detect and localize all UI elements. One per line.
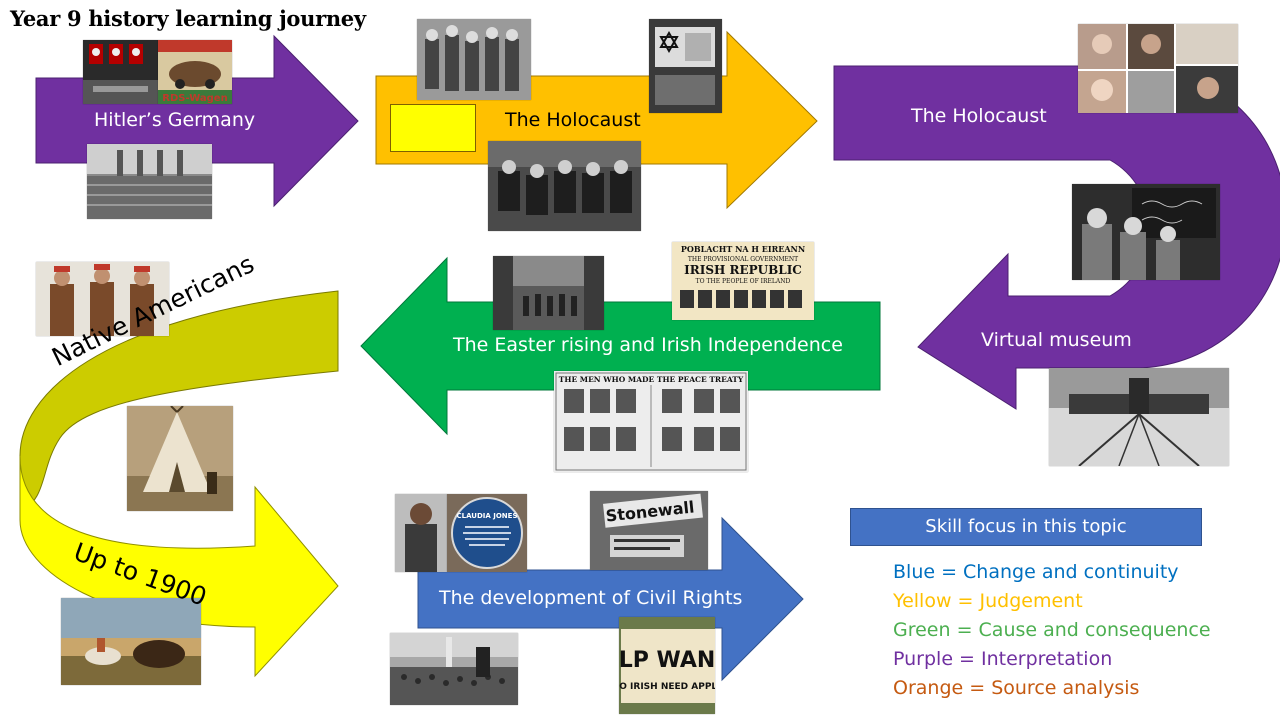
proclamation-line-2: THE PROVISIONAL GOVERNMENT (688, 256, 798, 263)
proclamation-line-3: IRISH REPUBLIC (684, 263, 802, 277)
photo-survivors-collage (1078, 24, 1238, 113)
civil-rights-arrow[interactable] (417, 516, 804, 682)
photo-march-on-washington (390, 633, 518, 705)
yellow-placeholder-box (390, 104, 476, 152)
photo-claudia-jones-woman (395, 494, 447, 572)
car-poster-text: RDS-Wagen (162, 93, 227, 104)
photo-proclamation: POBLACHT NA H EIREANN THE PROVISIONAL GOV… (672, 242, 814, 320)
proclamation-line-1: POBLACHT NA H EIREANN (681, 244, 805, 254)
slide-title: Year 9 history learning journey (10, 6, 366, 31)
photo-claudia-jones-plaque: CLAUDIA JONES (447, 494, 527, 572)
photo-easter-rising-street (493, 256, 604, 330)
photo-stonewall-protest: Stonewall (590, 491, 708, 570)
skill-legend-item: Yellow = Judgement (893, 590, 1083, 612)
plaque-text: CLAUDIA JONES (457, 512, 518, 520)
label-virtual-museum: Virtual museum (981, 329, 1132, 351)
peace-treaty-headline: THE MEN WHO MADE THE PEACE TREATY (559, 375, 744, 384)
photo-peace-treaty: THE MEN WHO MADE THE PEACE TREATY (554, 371, 748, 472)
photo-auschwitz-gate (1049, 368, 1229, 466)
photo-star-shopfront (649, 19, 722, 113)
label-easter-rising: The Easter rising and Irish Independence (453, 334, 843, 356)
skill-legend-item: Orange = Source analysis (893, 677, 1140, 699)
photo-native-chiefs (36, 262, 169, 336)
proclamation-line-4: TO THE PEOPLE OF IRELAND (696, 278, 791, 285)
skill-legend-item: Blue = Change and continuity (893, 561, 1179, 583)
up-to-1900-arrow[interactable] (19, 455, 339, 678)
photo-rally-banners (83, 40, 158, 104)
skill-legend: Blue = Change and continuity Yellow = Ju… (893, 558, 1211, 703)
label-holocaust-purple: The Holocaust (911, 105, 1047, 127)
photo-nuremberg-trial (488, 141, 641, 231)
label-civil-rights: The development of Civil Rights (439, 587, 743, 609)
label-holocaust-orange: The Holocaust (505, 109, 641, 131)
photo-mass-rally (87, 144, 212, 219)
photo-car-poster: RDS-Wagen (158, 40, 232, 104)
photo-family-blackboard (1072, 184, 1220, 280)
photo-tipi (127, 406, 233, 511)
skill-legend-item: Purple = Interpretation (893, 648, 1113, 670)
photo-camp-children (417, 19, 531, 100)
native-americans-ribbon[interactable] (19, 290, 339, 513)
photo-buffalo-hunt (61, 598, 201, 685)
help-wanted-text: ELP WANT (619, 648, 715, 673)
label-hitlers-germany: Hitler’s Germany (94, 109, 256, 131)
skill-legend-item: Green = Cause and consequence (893, 619, 1211, 641)
skill-focus-heading: Skill focus in this topic (850, 508, 1202, 546)
